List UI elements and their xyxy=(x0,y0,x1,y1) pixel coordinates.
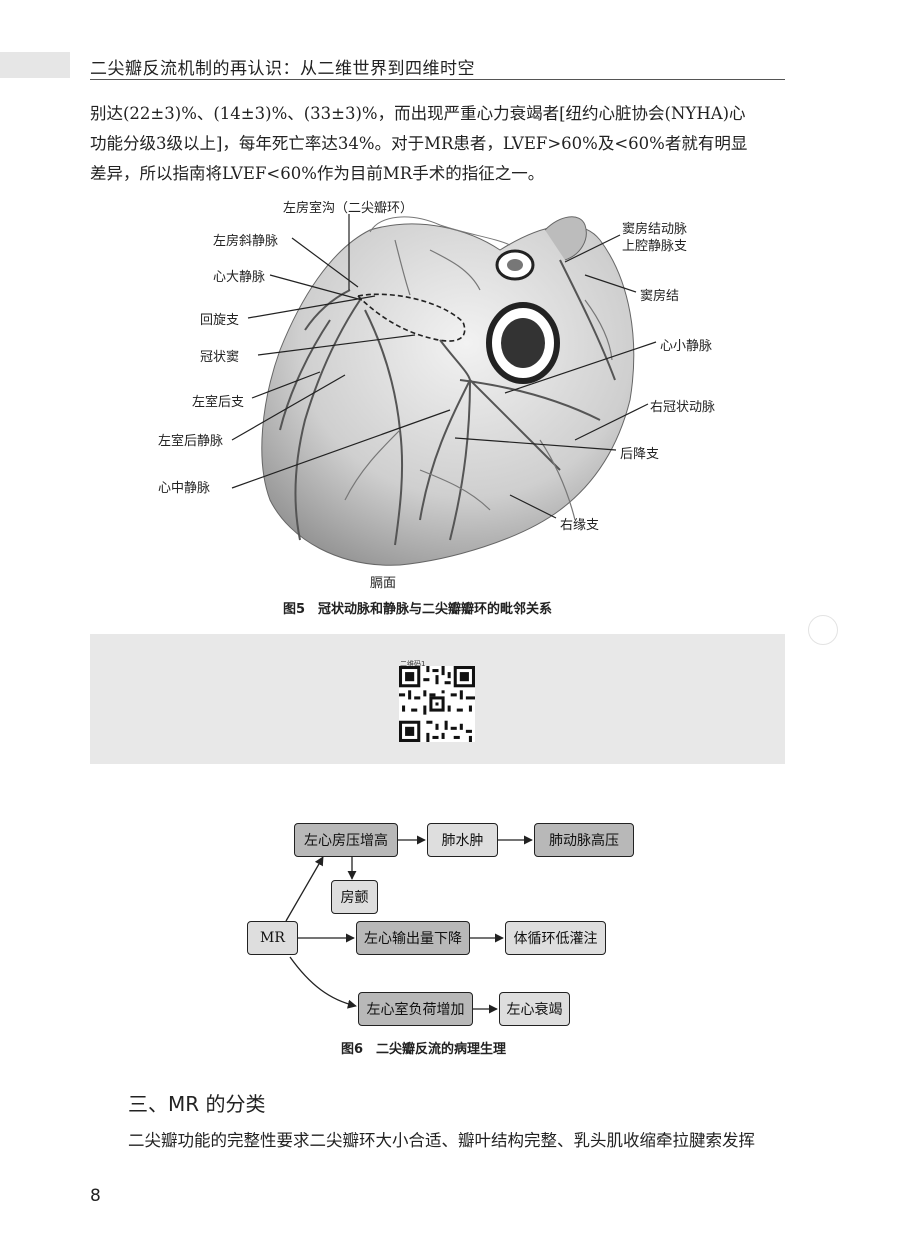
figure-6-caption: 图6 二尖瓣反流的病理生理 xyxy=(341,1042,507,1057)
box-pulmonary-hypertension: 肺动脉高压 xyxy=(534,823,634,857)
label-small-cardiac-vein: 心小静脉 xyxy=(660,339,713,354)
body-text-line-3: 差异，所以指南将LVEF<60%作为目前MR手术的指征之一。 xyxy=(90,164,545,183)
label-great-cardiac-vein: 心大静脉 xyxy=(213,270,266,285)
box-left-heart-failure: 左心衰竭 xyxy=(499,992,570,1026)
label-right-coronary-artery: 右冠状动脉 xyxy=(650,400,716,415)
mitral-annulus-dashed xyxy=(357,293,466,342)
label-svc-branch: 上腔静脉支 xyxy=(622,239,688,254)
label-middle-cardiac-vein: 心中静脉 xyxy=(158,481,211,496)
box-mr: MR xyxy=(247,921,298,955)
section-heading: 三、MR 的分类 xyxy=(128,1092,266,1116)
running-header-title: 二尖瓣反流机制的再认识：从二维世界到四维时空 xyxy=(90,59,475,79)
label-right-marginal: 右缘支 xyxy=(560,518,600,533)
body-text-line-1: 别达(22±3)%、(14±3)%、(33±3)%，而出现严重心力衰竭者[纽约心… xyxy=(90,104,746,123)
label-diaphragmatic-surface: 膈面 xyxy=(370,576,397,591)
flowchart-arrows xyxy=(285,835,533,1014)
label-coronary-sinus: 冠状窦 xyxy=(200,350,240,365)
label-posterior-descending: 后降支 xyxy=(620,447,660,462)
box-lv-output-decrease: 左心输出量下降 xyxy=(356,921,470,955)
label-sa-node-artery: 窦房结动脉 xyxy=(622,222,688,237)
header-accent-bar xyxy=(0,52,70,78)
qr-label: 二维码1 xyxy=(400,660,426,668)
label-left-av-groove: 左房室沟（二尖瓣环） xyxy=(283,201,414,216)
box-pulmonary-edema: 肺水肿 xyxy=(427,823,498,857)
qr-code-icon[interactable] xyxy=(399,666,475,742)
label-circumflex: 回旋支 xyxy=(200,313,240,328)
box-systemic-hypoperfusion: 体循环低灌注 xyxy=(505,921,606,955)
page-number: 8 xyxy=(90,1186,101,1206)
label-oblique-vein: 左房斜静脉 xyxy=(213,234,279,249)
section-text-line-1: 二尖瓣功能的完整性要求二尖瓣环大小合适、瓣叶结构完整、乳头肌收缩牵拉腱索发挥 xyxy=(128,1131,755,1150)
box-atrial-fibrillation: 房颤 xyxy=(331,880,378,914)
label-lv-posterior-vein: 左室后静脉 xyxy=(158,434,224,449)
publisher-logo-icon xyxy=(808,615,838,645)
label-lv-posterior-branch: 左室后支 xyxy=(192,395,245,410)
body-text-line-2: 功能分级3级以上]，每年死亡率达34%。对于MR患者，LVEF>60%及<60%… xyxy=(90,134,748,153)
figure-5-caption: 图5 冠状动脉和静脉与二尖瓣瓣环的毗邻关系 xyxy=(283,602,553,617)
header-rule xyxy=(90,79,785,80)
label-sa-node: 窦房结 xyxy=(640,289,680,304)
heart-illustration xyxy=(231,214,657,566)
box-lv-load-increase: 左心室负荷增加 xyxy=(358,992,473,1026)
box-la-pressure: 左心房压增高 xyxy=(294,823,398,857)
